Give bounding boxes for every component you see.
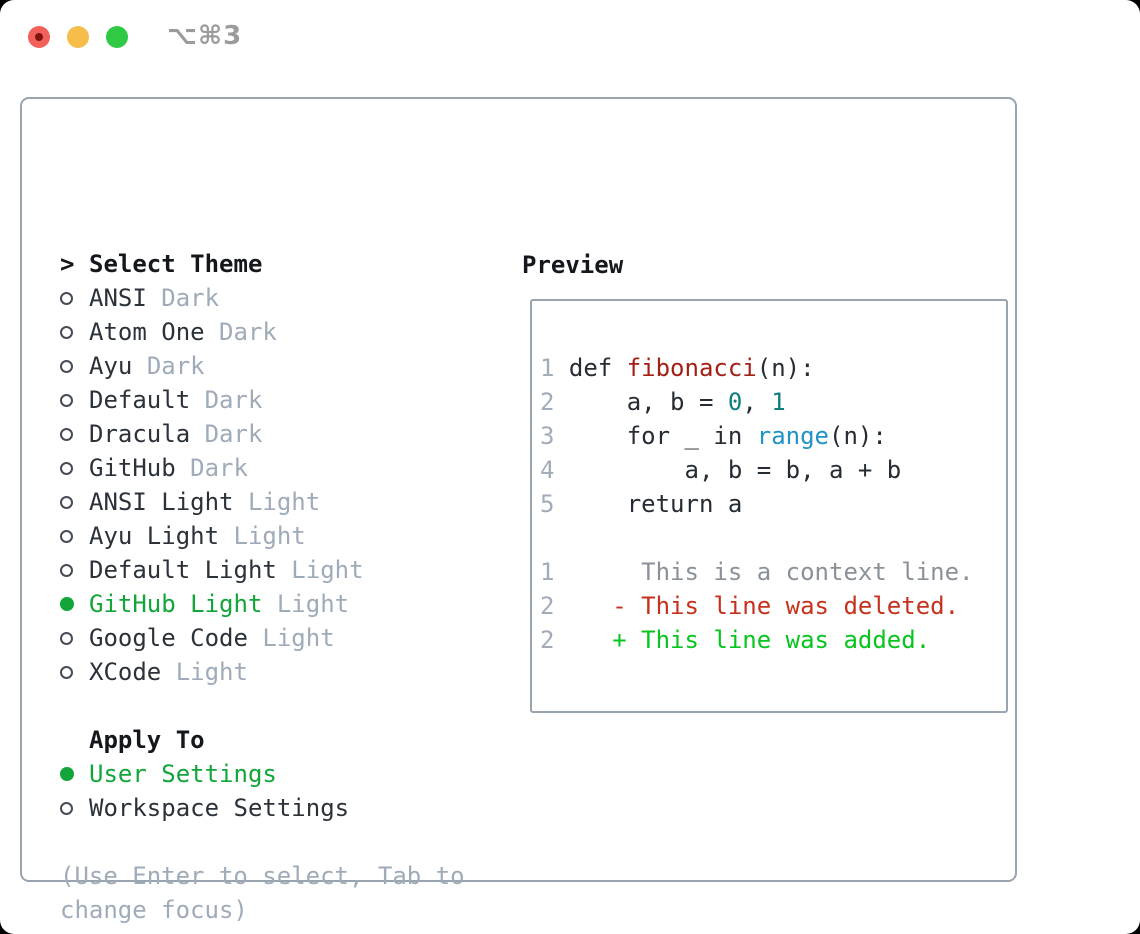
- radio-icon: [60, 665, 89, 679]
- diff-context-line: 1 This is a context line.: [540, 558, 974, 586]
- diff-added-line: 2 + This line was added.: [540, 626, 931, 654]
- radio-icon: [60, 393, 89, 407]
- code-blank-line: [540, 521, 973, 555]
- radio-icon: [60, 529, 89, 543]
- code-line: 3 for _ in range(n):: [540, 422, 887, 450]
- radio-icon: [60, 563, 89, 577]
- radio-selected-icon: [60, 597, 89, 611]
- apply-to-title: Apply To: [89, 726, 205, 754]
- radio-icon: [60, 291, 89, 305]
- theme-option-default-dark[interactable]: Default Dark: [60, 383, 364, 417]
- radio-icon: [60, 801, 89, 815]
- minimize-button[interactable]: [67, 26, 89, 48]
- code-line: 1 def fibonacci(n):: [540, 354, 815, 382]
- theme-option-ayu-light[interactable]: Ayu Light Light: [60, 519, 364, 553]
- radio-selected-icon: [60, 767, 89, 781]
- radio-icon: [60, 427, 89, 441]
- titlebar: ⌥⌘3: [0, 0, 1140, 70]
- apply-to-section: Apply To User Settings Workspace Setting…: [60, 723, 349, 825]
- apply-to-header: Apply To: [60, 723, 349, 757]
- zoom-button[interactable]: [106, 26, 128, 48]
- code-line: 2 a, b = 0, 1: [540, 388, 786, 416]
- code-preview: 1 def fibonacci(n): 2 a, b = 0, 1 3 for …: [540, 351, 973, 657]
- radio-icon: [60, 631, 89, 645]
- code-line: 5 return a: [540, 490, 743, 518]
- diff-deleted-line: 2 - This line was deleted.: [540, 592, 960, 620]
- radio-icon: [60, 359, 89, 373]
- theme-option-ayu-dark[interactable]: Ayu Dark: [60, 349, 364, 383]
- preview-box: 1 def fibonacci(n): 2 a, b = 0, 1 3 for …: [530, 299, 1008, 713]
- close-button[interactable]: [28, 26, 50, 48]
- prompt-icon: >: [60, 250, 75, 278]
- apply-option-workspace-settings[interactable]: Workspace Settings: [60, 791, 349, 825]
- preview-title: Preview: [522, 251, 624, 279]
- theme-option-github-dark[interactable]: GitHub Dark: [60, 451, 364, 485]
- theme-option-default-light[interactable]: Default Light Light: [60, 553, 364, 587]
- theme-selector-panel: > Select Theme ANSI Dark Atom One Dark Ay…: [20, 97, 1017, 924]
- theme-option-ansi-dark[interactable]: ANSI Dark: [60, 281, 364, 315]
- theme-list-header: > Select Theme: [60, 247, 364, 281]
- keyboard-shortcut-label: ⌥⌘3: [167, 21, 243, 51]
- radio-icon: [60, 495, 89, 509]
- apply-option-user-settings[interactable]: User Settings: [60, 757, 349, 791]
- radio-icon: [60, 461, 89, 475]
- theme-option-ansi-light[interactable]: ANSI Light Light: [60, 485, 364, 519]
- theme-list: > Select Theme ANSI Dark Atom One Dark Ay…: [60, 247, 364, 689]
- help-text: (Use Enter to select, Tab to change focu…: [60, 862, 465, 924]
- radio-icon: [60, 325, 89, 339]
- theme-option-google-code-light[interactable]: Google Code Light: [60, 621, 364, 655]
- theme-option-github-light[interactable]: GitHub Light Light: [60, 587, 364, 621]
- theme-option-dracula-dark[interactable]: Dracula Dark: [60, 417, 364, 451]
- theme-option-atom-one-dark[interactable]: Atom One Dark: [60, 315, 364, 349]
- theme-list-title: Select Theme: [89, 250, 263, 278]
- theme-option-xcode-light[interactable]: XCode Light: [60, 655, 364, 689]
- code-line: 4 a, b = b, a + b: [540, 456, 902, 484]
